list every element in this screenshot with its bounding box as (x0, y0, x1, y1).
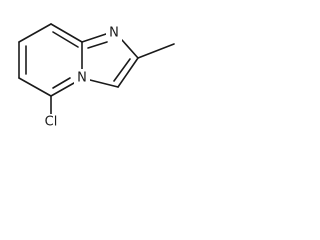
chemical-structure: N N Cl (18, 23, 175, 131)
bond-c8a-c8 (50, 23, 83, 43)
bond-n1-c2 (121, 39, 139, 59)
n-imine-mask (106, 24, 122, 41)
cl-mask (39, 114, 63, 131)
atom-chlorine: Cl (45, 115, 58, 130)
bond-c8a-n1-inner (87, 41, 108, 49)
bond-c2-c3-inner (113, 58, 131, 82)
bond-c5-n4 (50, 82, 75, 97)
bond-c8-c7 (18, 23, 52, 43)
bond-c3-n4 (89, 79, 119, 88)
n-bridge-mask (74, 69, 90, 86)
bond-c2-methyl (137, 43, 175, 59)
bond-c8-c8-inner (52, 31, 79, 48)
atom-n-bridge: N (77, 71, 87, 86)
bond-c5-c5-inner (52, 77, 71, 89)
bond-c8a-n1 (81, 33, 107, 43)
atom-n-imine: N (109, 26, 119, 41)
bond-c6-c5 (18, 77, 52, 97)
bond-c2-c3 (117, 57, 139, 88)
